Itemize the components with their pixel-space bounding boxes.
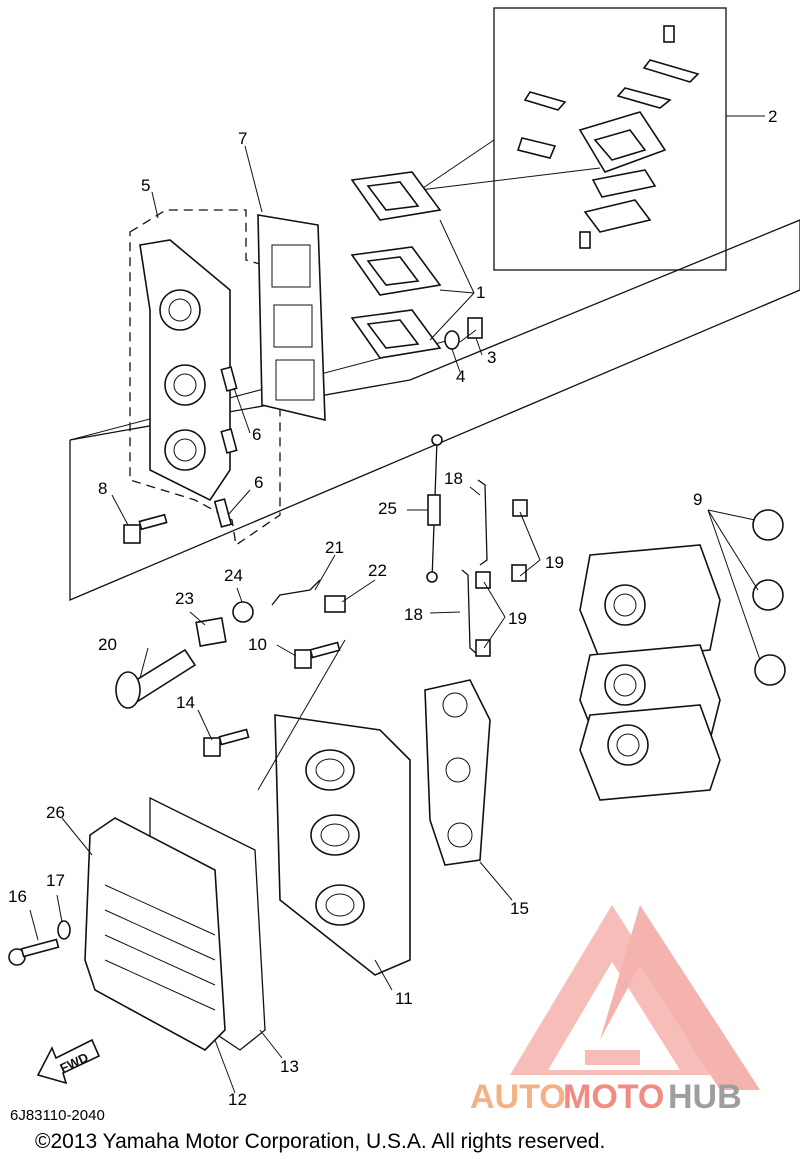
forward-label: FWD <box>57 1050 90 1076</box>
callout-19: 19 <box>545 553 564 572</box>
callout-21: 21 <box>325 538 344 557</box>
bolt-icon <box>123 513 168 544</box>
callout-12: 12 <box>228 1090 247 1109</box>
callout-13: 13 <box>280 1057 299 1076</box>
callout-16: 16 <box>8 887 27 906</box>
watermark-logo-icon <box>510 905 760 1090</box>
intake-manifold-outline <box>129 209 281 547</box>
rod-clip-icon <box>475 571 491 589</box>
callout-19: 19 <box>508 609 527 628</box>
manifold-gasket-icon <box>257 214 326 422</box>
watermark-moto: MOTO <box>563 1078 664 1116</box>
circlip-icon <box>752 509 784 541</box>
circlip-icon <box>754 654 786 686</box>
choke-link-rod-icon <box>426 434 443 583</box>
assembly-boundary-upper <box>69 219 800 601</box>
callout-3: 3 <box>487 348 496 367</box>
bolt-icon <box>203 728 250 757</box>
callout-7: 7 <box>238 129 247 148</box>
callout-14: 14 <box>176 693 195 712</box>
watermark-hub: HUB <box>668 1078 742 1116</box>
choke-plate-icon <box>195 616 227 648</box>
callout-6: 6 <box>252 425 261 444</box>
link-rod-icon <box>461 569 479 656</box>
intake-manifold-icon <box>139 239 231 502</box>
dowel-pin-icon <box>213 498 233 528</box>
callout-15: 15 <box>510 899 529 918</box>
reed-valve-inset-box <box>493 7 727 271</box>
carburetor-assembly-icon <box>579 544 721 801</box>
diagram-code: 6J83110-2040 <box>10 1107 105 1124</box>
watermark-text: AUTO MOTO HUB <box>470 1078 742 1116</box>
callout-18: 18 <box>404 605 423 624</box>
dowel-pin-icon <box>220 366 238 392</box>
rod-clip-icon <box>512 499 528 517</box>
copyright-notice: ©2013 Yamaha Motor Corporation, U.S.A. A… <box>35 1130 605 1153</box>
nut-icon <box>232 601 254 623</box>
callout-4: 4 <box>456 367 465 386</box>
circlip-icon <box>752 579 784 611</box>
bolt-icon <box>8 938 60 966</box>
choke-wire-icon <box>271 579 321 606</box>
callout-1: 1 <box>476 283 485 302</box>
link-rod-icon <box>477 479 488 566</box>
silencer-gasket-icon <box>424 679 491 866</box>
reed-valve-exploded-icon <box>516 25 700 249</box>
choke-knob-icon <box>115 648 197 709</box>
callout-9: 9 <box>693 490 702 509</box>
rod-clip-icon <box>511 564 527 582</box>
washer-icon <box>444 330 460 350</box>
callout-17: 17 <box>46 871 65 890</box>
callout-11: 11 <box>395 989 413 1008</box>
callout-24: 24 <box>224 566 243 585</box>
leader-lines <box>29 115 765 1094</box>
callout-18: 18 <box>444 469 463 488</box>
callout-26: 26 <box>46 803 65 822</box>
reed-valve-assembly-icon <box>350 171 442 359</box>
intake-silencer-base-icon <box>274 714 411 976</box>
dowel-pin-icon <box>220 428 238 454</box>
callout-8: 8 <box>98 479 107 498</box>
callout-22: 22 <box>368 561 387 580</box>
part-callouts: 1 2 3 4 5 6 6 7 8 9 10 11 12 13 14 15 16… <box>8 107 777 1109</box>
washer-icon <box>57 920 71 940</box>
forward-arrow-icon: FWD <box>36 1038 101 1085</box>
callout-10: 10 <box>248 635 267 654</box>
callout-6: 6 <box>254 473 263 492</box>
callout-23: 23 <box>175 589 194 608</box>
callout-20: 20 <box>98 635 117 654</box>
silencer-cover-icon <box>84 817 226 1051</box>
callout-2: 2 <box>768 107 777 126</box>
callout-25: 25 <box>378 499 397 518</box>
wire-holder-icon <box>324 595 346 613</box>
watermark-auto: AUTO <box>470 1078 566 1116</box>
screw-icon <box>459 317 483 343</box>
bolt-icon <box>294 641 341 669</box>
callout-5: 5 <box>141 176 150 195</box>
